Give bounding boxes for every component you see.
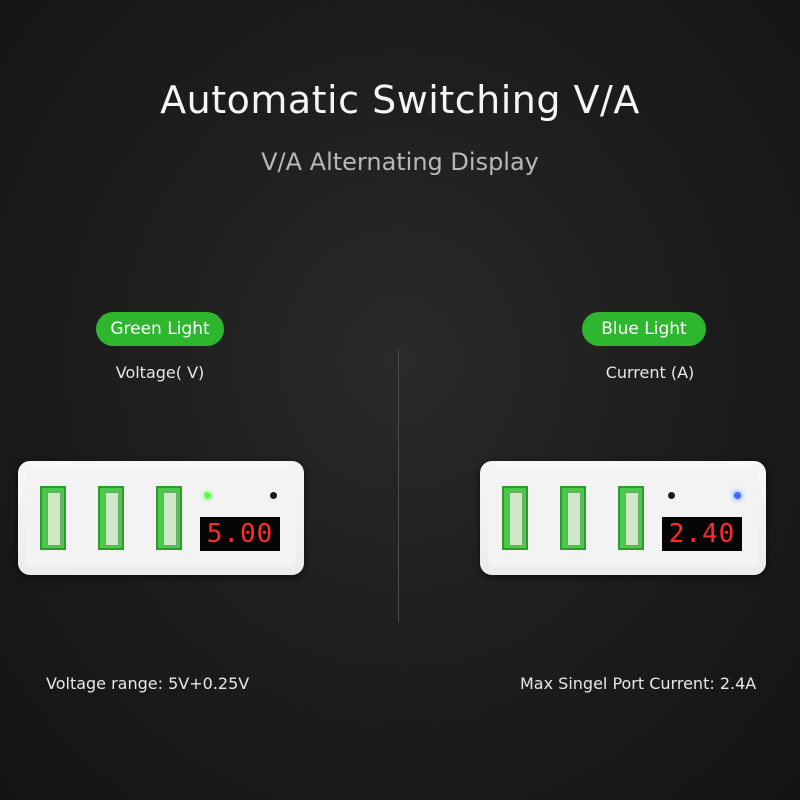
current-led-indicator: [734, 492, 741, 499]
blue-light-badge: Blue Light: [582, 312, 706, 346]
voltage-mode-label: Voltage( V): [115, 363, 205, 382]
current-led-indicator: [270, 492, 277, 499]
page-subtitle: V/A Alternating Display: [261, 148, 539, 176]
voltage-display: 5.00: [200, 517, 280, 551]
charger-image-current: 2.40: [480, 461, 766, 575]
usb-port-3: [156, 486, 182, 550]
current-display: 2.40: [662, 517, 742, 551]
usb-port-1: [502, 486, 528, 550]
usb-port-1: [40, 486, 66, 550]
green-light-badge: Green Light: [96, 312, 224, 346]
center-divider: [398, 350, 399, 622]
voltage-led-indicator: [204, 492, 211, 499]
current-mode-label: Current (A): [605, 363, 695, 382]
usb-port-3: [618, 486, 644, 550]
charger-image-voltage: 5.00: [18, 461, 304, 575]
voltage-led-indicator: [668, 492, 675, 499]
max-current-text: Max Singel Port Current: 2.4A: [520, 674, 757, 693]
current-panel: Blue Light Current (A) 2.40 Max Singel P…: [400, 0, 800, 800]
voltage-range-text: Voltage range: 5V+0.25V: [46, 674, 250, 693]
usb-port-2: [560, 486, 586, 550]
page-title: Automatic Switching V/A: [160, 78, 640, 122]
usb-port-2: [98, 486, 124, 550]
voltage-panel: Green Light Voltage( V) 5.00 Voltage ran…: [18, 312, 304, 693]
